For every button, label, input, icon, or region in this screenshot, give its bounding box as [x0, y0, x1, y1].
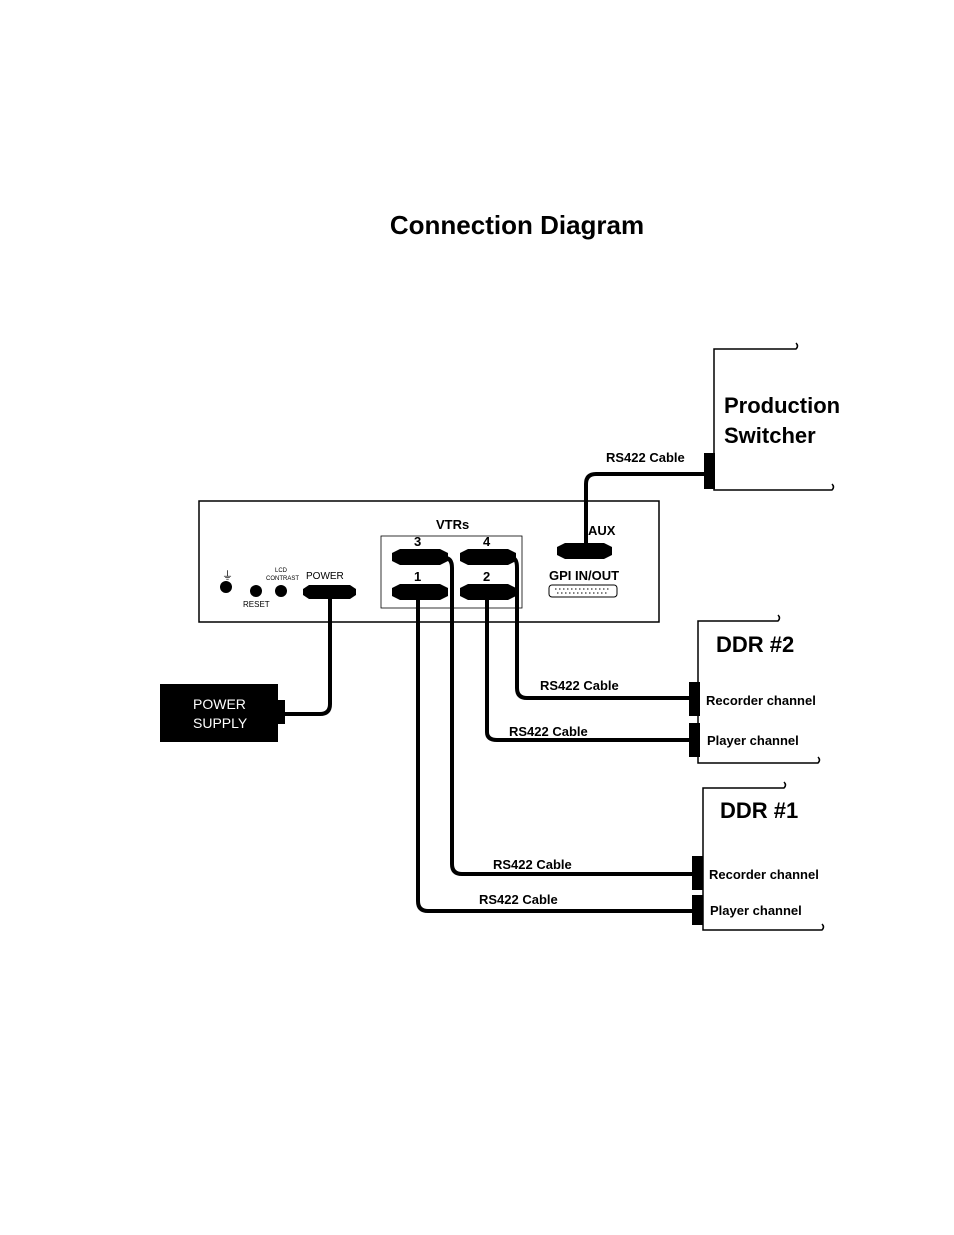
port-1-connector: [392, 584, 448, 600]
ddr2-recorder-connector: [689, 682, 700, 716]
production-switcher: Production Switcher: [704, 342, 840, 491]
port-2-connector: [460, 584, 516, 600]
switcher-cable-label: RS422 Cable: [606, 450, 685, 465]
ddr1-recorder-cable-label: RS422 Cable: [493, 857, 572, 872]
ddr2-player-label: Player channel: [707, 733, 799, 748]
ddr2-player-cable-label: RS422 Cable: [509, 724, 588, 739]
ddr1-recorder-connector: [692, 856, 703, 890]
aux-connector: [557, 543, 612, 559]
power-supply-connector: [277, 700, 285, 724]
gpi-connector: [548, 584, 618, 598]
production-switcher-outline: [713, 342, 835, 491]
ddr1-recorder-label: Recorder channel: [709, 867, 819, 882]
production-switcher-line1: Production: [724, 393, 840, 418]
ground-terminal: [220, 581, 232, 593]
power-supply-box: [160, 684, 278, 742]
ddr1-player-connector: [692, 895, 703, 925]
ddr1-device: DDR #1 Recorder channel Player channel: [692, 781, 825, 931]
port-4-label: 4: [483, 534, 491, 549]
port-2-label: 2: [483, 569, 490, 584]
port-1-label: 1: [414, 569, 421, 584]
port-4-connector: [460, 549, 516, 565]
reset-button[interactable]: [250, 585, 262, 597]
power-cable: [280, 593, 332, 716]
ddr2-player-cable: [485, 595, 692, 742]
port-3-connector: [392, 549, 448, 565]
power-connector: [303, 585, 356, 599]
lcd-label: LCD: [275, 568, 288, 574]
page-title: Connection Diagram: [389, 210, 645, 240]
vtr-controller-unit: VTRs 3 4 1 2 AUX GPI IN/OUT POWER ⏚ RESE…: [198, 500, 660, 623]
reset-label: RESET: [243, 600, 270, 609]
ddr2-recorder-label: Recorder channel: [706, 693, 816, 708]
switcher-connector: [704, 453, 715, 489]
switcher-cable: [584, 472, 708, 548]
vtrs-label: VTRs: [436, 517, 469, 532]
ddr2-recorder-cable: [510, 556, 692, 700]
contrast-label: CONTRAST: [266, 576, 299, 582]
power-supply: POWER SUPPLY: [160, 684, 285, 742]
power-supply-line2: SUPPLY: [193, 715, 248, 731]
power-port-label: POWER: [306, 571, 344, 582]
ddr1-recorder-cable: [443, 556, 695, 876]
production-switcher-line2: Switcher: [724, 423, 816, 448]
ddr2-title: DDR #2: [716, 632, 794, 657]
lcd-contrast-knob[interactable]: [275, 585, 287, 597]
ddr2-player-connector: [689, 723, 700, 757]
ddr2-device: DDR #2 Recorder channel Player channel: [689, 614, 821, 764]
cables: [280, 472, 708, 913]
ground-icon: ⏚: [222, 569, 233, 582]
gpi-label: GPI IN/OUT: [549, 568, 619, 583]
ddr2-recorder-cable-label: RS422 Cable: [540, 678, 619, 693]
ddr1-player-label: Player channel: [710, 903, 802, 918]
ddr1-player-cable: [416, 595, 695, 913]
ddr1-title: DDR #1: [720, 798, 798, 823]
ddr1-player-cable-label: RS422 Cable: [479, 892, 558, 907]
port-3-label: 3: [414, 534, 421, 549]
aux-label: AUX: [588, 523, 616, 538]
power-supply-line1: POWER: [193, 696, 246, 712]
